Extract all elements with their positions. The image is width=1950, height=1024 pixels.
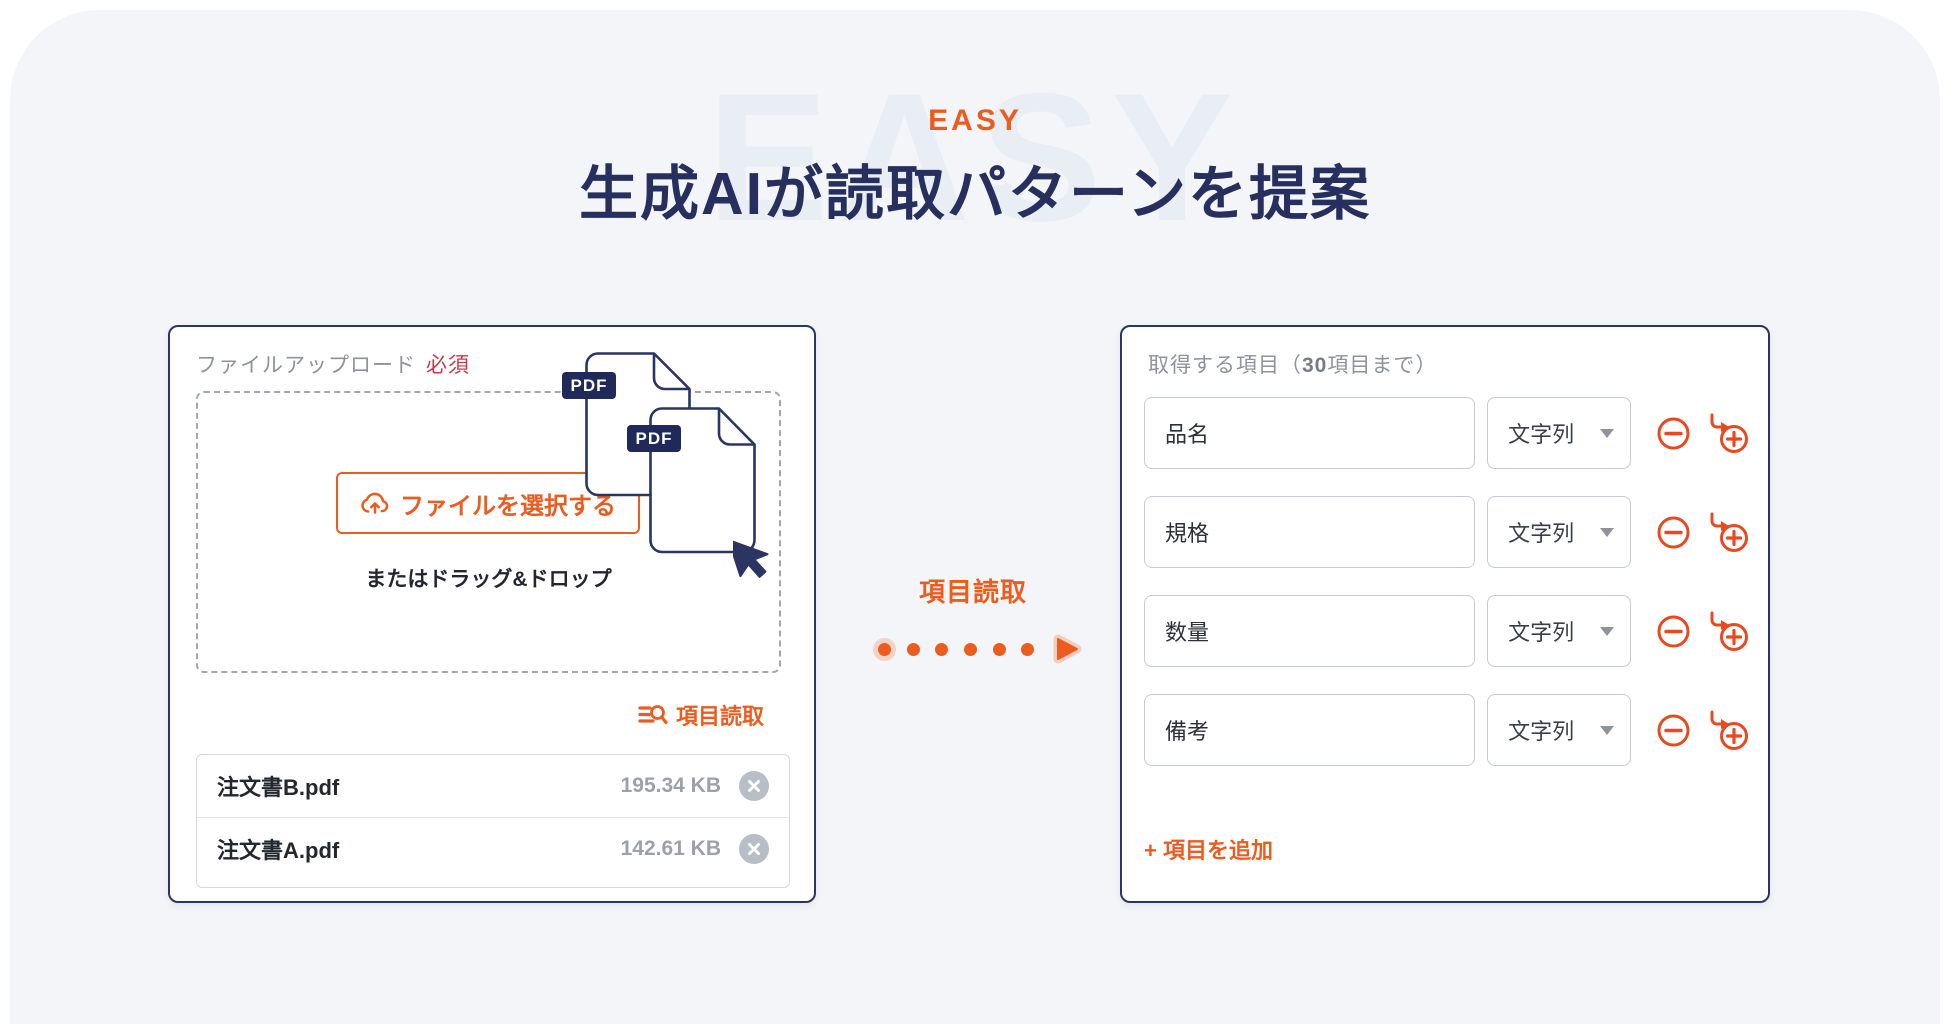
- easy-tag: EASY: [928, 104, 1022, 137]
- field-row: 文字列: [1144, 397, 1750, 469]
- field-type-value: 文字列: [1508, 521, 1575, 546]
- remove-field-button[interactable]: [1655, 712, 1692, 749]
- watermark-text: EASY: [707, 55, 1243, 259]
- items-header-max: 30: [1302, 354, 1328, 377]
- flow-dot: [1021, 642, 1035, 656]
- remove-file-button[interactable]: [739, 833, 769, 864]
- minus-circle-icon: [1655, 415, 1692, 452]
- remove-field-button[interactable]: [1655, 415, 1692, 452]
- flow-dots: [878, 633, 1082, 665]
- insert-below-plus-icon: [1700, 509, 1750, 555]
- required-badge: 必須: [426, 354, 470, 377]
- minus-circle-icon: [1655, 613, 1692, 650]
- items-list: 文字列: [1144, 397, 1750, 865]
- pdf-badge-back: PDF: [562, 372, 616, 399]
- remove-field-button[interactable]: [1655, 613, 1692, 650]
- drag-drop-hint: またはドラッグ&ドロップ: [365, 568, 612, 591]
- insert-below-plus-icon: [1700, 707, 1750, 753]
- flow-dot: [906, 642, 920, 656]
- field-name-input[interactable]: [1144, 595, 1476, 667]
- pdf-badge-front: PDF: [627, 425, 681, 452]
- cloud-upload-icon: [360, 490, 390, 516]
- add-item-link[interactable]: + 項目を追加: [1144, 838, 1273, 863]
- list-search-icon: [638, 702, 668, 728]
- field-name-input[interactable]: [1144, 694, 1476, 766]
- insert-below-plus-icon: [1700, 410, 1750, 456]
- field-name-input[interactable]: [1144, 496, 1476, 568]
- field-type-value: 文字列: [1508, 422, 1575, 447]
- upload-label: ファイルアップロード: [196, 354, 416, 377]
- flow-dot: [878, 642, 891, 656]
- insert-field-below-button[interactable]: [1700, 707, 1750, 753]
- chevron-down-icon: [1600, 725, 1614, 735]
- field-row: 文字列: [1144, 496, 1750, 568]
- remove-file-button[interactable]: [739, 771, 769, 801]
- field-row: 文字列: [1144, 694, 1750, 766]
- field-type-select[interactable]: 文字列: [1487, 694, 1631, 766]
- minus-circle-icon: [1655, 712, 1692, 749]
- close-icon: [747, 842, 761, 856]
- file-dropzone[interactable]: [196, 391, 781, 673]
- flow-dot: [935, 642, 949, 656]
- items-card-header: 取得する項目（30項目まで）: [1148, 349, 1437, 379]
- flow-dot: [963, 642, 977, 656]
- flow-arrow-icon: [1050, 633, 1082, 665]
- pdf-badge-back-label: PDF: [570, 375, 608, 395]
- mouse-cursor-icon: [727, 533, 777, 590]
- items-header-suffix: 項目まで）: [1327, 354, 1438, 377]
- insert-field-below-button[interactable]: [1700, 410, 1750, 456]
- field-type-select[interactable]: 文字列: [1487, 496, 1631, 568]
- field-name-input[interactable]: [1144, 397, 1476, 469]
- minus-circle-icon: [1655, 514, 1692, 551]
- chevron-down-icon: [1600, 428, 1614, 438]
- uploaded-file-list: 注文書B.pdf 195.34 KB 注文書A.pdf 142.61 KB: [196, 754, 790, 888]
- upload-card-header: ファイルアップロード必須: [196, 349, 470, 379]
- page-title: 生成AIが読取パターンを提案: [578, 161, 1372, 227]
- chevron-down-icon: [1600, 527, 1614, 537]
- file-size: 142.61 KB: [620, 836, 721, 860]
- close-icon: [747, 779, 761, 793]
- chevron-down-icon: [1600, 626, 1614, 636]
- pdf-badge-front-label: PDF: [635, 428, 673, 448]
- field-type-value: 文字列: [1508, 719, 1575, 744]
- file-size: 195.34 KB: [620, 774, 721, 797]
- file-name: 注文書A.pdf: [217, 837, 340, 863]
- flow-dot: [992, 642, 1006, 656]
- items-header-prefix: 取得する項目（: [1148, 354, 1302, 377]
- field-type-value: 文字列: [1508, 620, 1575, 645]
- read-items-link[interactable]: 項目読取: [638, 699, 764, 731]
- flow-label: 項目読取: [918, 577, 1027, 607]
- select-file-button-label: ファイルを選択する: [400, 492, 616, 520]
- field-type-select[interactable]: 文字列: [1487, 397, 1631, 469]
- select-file-button[interactable]: ファイルを選択する: [336, 472, 640, 534]
- insert-below-plus-icon: [1700, 608, 1750, 654]
- remove-field-button[interactable]: [1655, 514, 1692, 551]
- file-upload-card: ファイルアップロード必須 ファイルを選択する またはドラッグ&ドロップ PDF: [168, 325, 816, 903]
- field-type-select[interactable]: 文字列: [1487, 595, 1631, 667]
- field-row: 文字列: [1144, 595, 1750, 667]
- read-items-link-label: 項目読取: [675, 704, 764, 729]
- insert-field-below-button[interactable]: [1700, 509, 1750, 555]
- file-row: 注文書A.pdf 142.61 KB: [197, 817, 789, 879]
- file-name: 注文書B.pdf: [217, 775, 340, 800]
- insert-field-below-button[interactable]: [1700, 608, 1750, 654]
- file-row: 注文書B.pdf 195.34 KB: [197, 755, 789, 817]
- items-card: 取得する項目（30項目まで） 文字列: [1120, 325, 1770, 903]
